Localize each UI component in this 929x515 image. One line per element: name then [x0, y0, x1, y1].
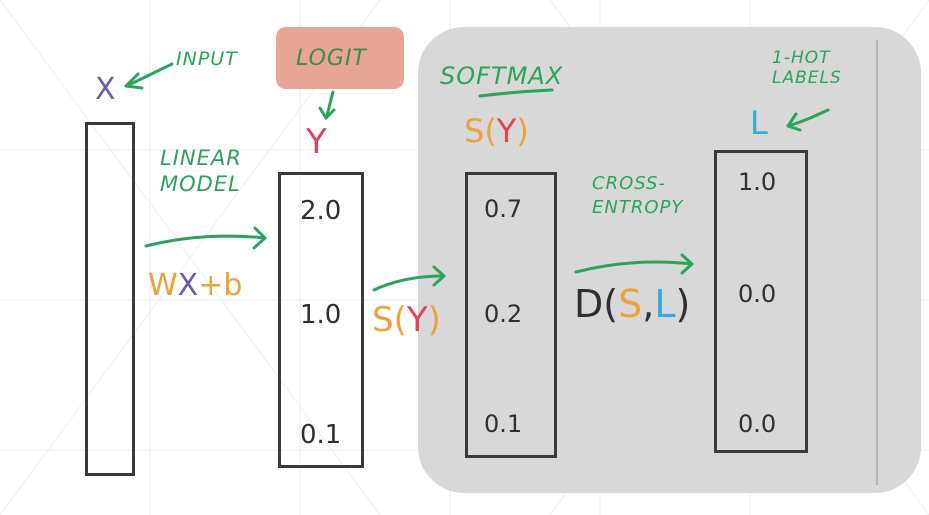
logit-vector-box: [278, 172, 364, 468]
wxb-formula: WX+b: [148, 268, 242, 303]
softmax-input-expr: S(Y): [372, 300, 441, 340]
logit-label: LOGIT: [296, 46, 367, 71]
logit-value: 1.0: [300, 300, 342, 330]
softmax-output-label: S(Y): [464, 112, 529, 150]
one-hot-arrow: [786, 108, 830, 132]
logit-value: 0.1: [300, 420, 342, 450]
d-comma: ,: [642, 282, 655, 326]
softmax-underline: [478, 88, 554, 98]
close-paren: ): [427, 300, 441, 340]
wxb-plus-b: +b: [198, 268, 243, 303]
panel-divider: [876, 40, 878, 485]
linear-model-label: LINEAR MODEL: [160, 146, 242, 196]
d-s: S: [618, 282, 643, 326]
d-close: ): [675, 282, 691, 326]
s-label: S(: [464, 112, 497, 150]
y-label: Y: [406, 300, 428, 340]
probability-value: 0.7: [484, 195, 523, 223]
logit-arrow: [318, 90, 336, 120]
probability-value: 0.2: [484, 300, 523, 328]
softmax-label: SOFTMAX: [440, 62, 564, 90]
d-l: L: [654, 282, 676, 326]
one-hot-value: 1.0: [738, 168, 777, 196]
logit-y-label: Y: [306, 122, 327, 162]
wxb-x: X: [177, 268, 199, 303]
probability-value: 0.1: [484, 410, 523, 438]
one-hot-label: 1-HOT LABELS: [772, 48, 842, 88]
y-label: Y: [496, 112, 517, 150]
wxb-w: W: [148, 268, 178, 303]
one-hot-value: 0.0: [738, 280, 777, 308]
s-label: S(: [372, 300, 407, 340]
softmax-panel: [418, 27, 921, 493]
one-hot-value: 0.0: [738, 410, 777, 438]
input-x-label: X: [95, 72, 116, 107]
input-arrow: [124, 62, 174, 90]
one-hot-vector-box: [714, 150, 808, 453]
labels-l: L: [750, 104, 768, 142]
close-paren: ): [516, 112, 529, 150]
cross-entropy-arrow: [574, 253, 694, 275]
input-label: INPUT: [176, 48, 238, 70]
logit-value: 2.0: [300, 196, 342, 226]
linear-model-arrow: [144, 226, 267, 250]
cross-entropy-formula: D(S,L): [574, 282, 690, 326]
cross-entropy-label: CROSS- ENTROPY: [592, 173, 684, 218]
probability-vector-box: [465, 172, 557, 458]
input-vector-box: [85, 122, 135, 476]
softmax-arrow: [372, 265, 446, 292]
d-open: D(: [574, 282, 619, 326]
logit-badge: [276, 27, 404, 89]
